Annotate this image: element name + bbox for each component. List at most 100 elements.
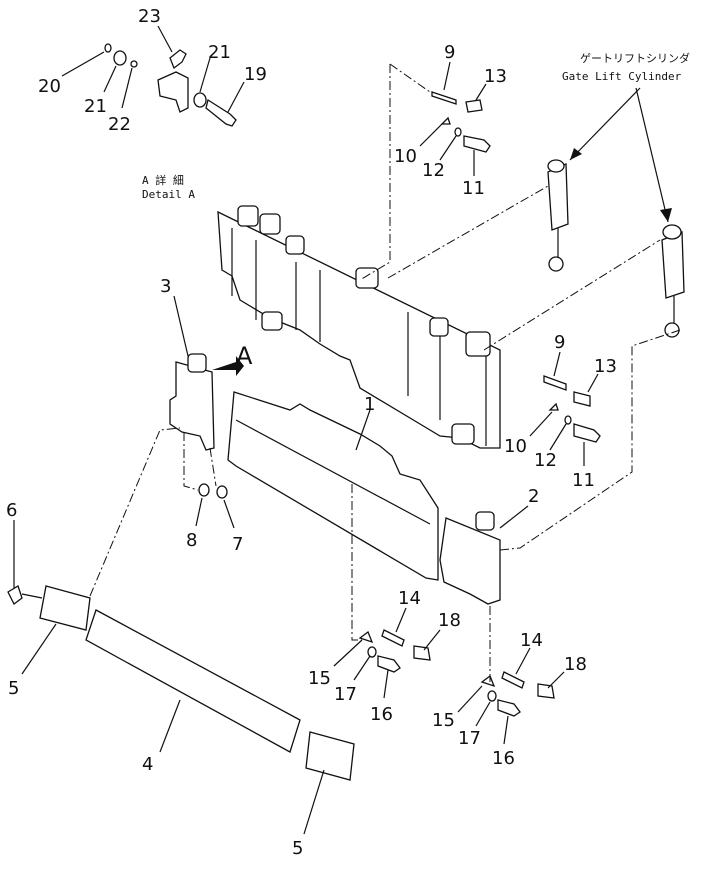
part-4-cutting-edge (85, 609, 301, 753)
lower-pin-group-right (457, 606, 565, 745)
part-6-bolt-head (7, 585, 23, 605)
part-23-grease-fitting (169, 49, 187, 70)
detail-title-jp: A 詳 細 (142, 173, 184, 187)
part-21-washer (113, 50, 127, 66)
dash-bit-to-bracket (89, 427, 181, 597)
hinge-4 (355, 267, 379, 289)
callout-12-upper: 12 (422, 160, 445, 181)
part-11-upper (463, 135, 491, 153)
callout-16-right: 16 (492, 748, 515, 769)
callout-14-left: 14 (398, 588, 421, 609)
callout-13-right: 13 (594, 356, 617, 377)
part-15-right (480, 674, 496, 688)
part-2-bracket (439, 517, 501, 605)
cutting-edge-group (7, 427, 355, 835)
part-6-bolt-shank (21, 593, 43, 599)
callout-18-left: 18 (438, 610, 461, 631)
dash-cylinder-to-bracket (499, 329, 681, 551)
callout-5-right: 5 (292, 838, 303, 859)
leader-12-right (549, 423, 567, 451)
callout-6: 6 (6, 500, 17, 521)
callout-21: 21 (84, 96, 107, 117)
arrowhead-cylinder-left (570, 148, 582, 160)
callout-9-upper: 9 (444, 42, 455, 63)
callout-9-right: 9 (554, 332, 565, 353)
leader-17-left (353, 655, 371, 681)
cylinder-title-jp: ゲートリフトシリンダ (580, 51, 690, 65)
dash-edge-to-pin (351, 484, 362, 641)
part-22-fitting (130, 60, 138, 68)
part-12-right (564, 415, 572, 425)
part-3-bracket (169, 361, 215, 451)
lower-lug-2 (451, 423, 475, 445)
callout-15-left: 15 (308, 668, 331, 689)
cylinder-right-body (661, 231, 685, 299)
leader-1 (355, 409, 371, 451)
callout-8: 8 (186, 530, 197, 551)
gate-plate-assembly (217, 205, 501, 449)
detail-a-bracket (157, 71, 189, 113)
callout-22: 22 (108, 114, 131, 135)
right-pin-group (387, 185, 681, 551)
callout-5-left: 5 (8, 678, 19, 699)
part-10-upper (440, 116, 451, 125)
part-14-pin-left (381, 629, 405, 647)
dash-plate-to-cylinder (483, 239, 661, 351)
part-20-snap-ring (104, 43, 112, 53)
part-19-pin (205, 98, 237, 127)
leader-12-upper (439, 135, 457, 161)
leader-10-right (529, 411, 553, 437)
arrow-cylinder-right (635, 87, 669, 223)
leader-4 (159, 699, 181, 753)
callout-10-right: 10 (504, 436, 527, 457)
callout-4: 4 (142, 754, 153, 775)
leader-23 (157, 25, 173, 53)
part-8-washer (198, 483, 210, 497)
leader-3 (173, 295, 189, 357)
part-5-end-bit-left (39, 585, 91, 631)
leader-5-left (21, 623, 57, 675)
leader-2 (499, 505, 529, 529)
part-9-pin-right (543, 375, 567, 391)
part-16-right (497, 699, 521, 717)
part-5-end-bit-right (305, 731, 355, 781)
leader-18-right (547, 671, 565, 689)
part-1-bend-line (235, 419, 431, 525)
callout-15-right: 15 (432, 710, 455, 731)
leader-18-left (423, 629, 441, 651)
cylinder-left-bottom-eye (548, 256, 564, 272)
hinge-5 (429, 317, 449, 337)
leader-15-left (333, 639, 363, 667)
callout-20: 20 (38, 76, 61, 97)
part-3-lug (187, 353, 207, 373)
dash-bracket3-bolts (183, 432, 217, 491)
leader-9-right (553, 351, 561, 377)
callout-3: 3 (160, 276, 171, 297)
part-17-right (487, 690, 497, 702)
left-bracket-group (169, 295, 244, 529)
upper-pin-group (359, 61, 491, 281)
part-15-left (358, 630, 374, 644)
lower-pin-group-left (333, 484, 441, 699)
leader-14-left (395, 607, 407, 633)
arrowhead-cylinder-right (660, 208, 672, 222)
callout-13-upper: 13 (484, 66, 507, 87)
gate-plate-ribs (231, 228, 487, 446)
leader-20 (61, 51, 105, 77)
leader-17-right (475, 701, 491, 727)
dash-plate-to-left-cylinder (387, 185, 549, 279)
detail-a-arrow (212, 356, 244, 376)
part-12-upper (454, 127, 462, 137)
hinge-6 (465, 331, 491, 357)
cylinder-left-top-eye (547, 159, 565, 173)
lower-lug-1 (261, 311, 283, 331)
hinge-1 (237, 205, 259, 227)
gate-lift-cylinders (547, 87, 685, 338)
leader-21 (103, 65, 117, 93)
callout-23: 23 (138, 6, 161, 27)
leader-21b (199, 57, 211, 93)
leader-22 (121, 67, 133, 109)
gate-plate (217, 210, 501, 449)
callout-17-left: 17 (334, 684, 357, 705)
